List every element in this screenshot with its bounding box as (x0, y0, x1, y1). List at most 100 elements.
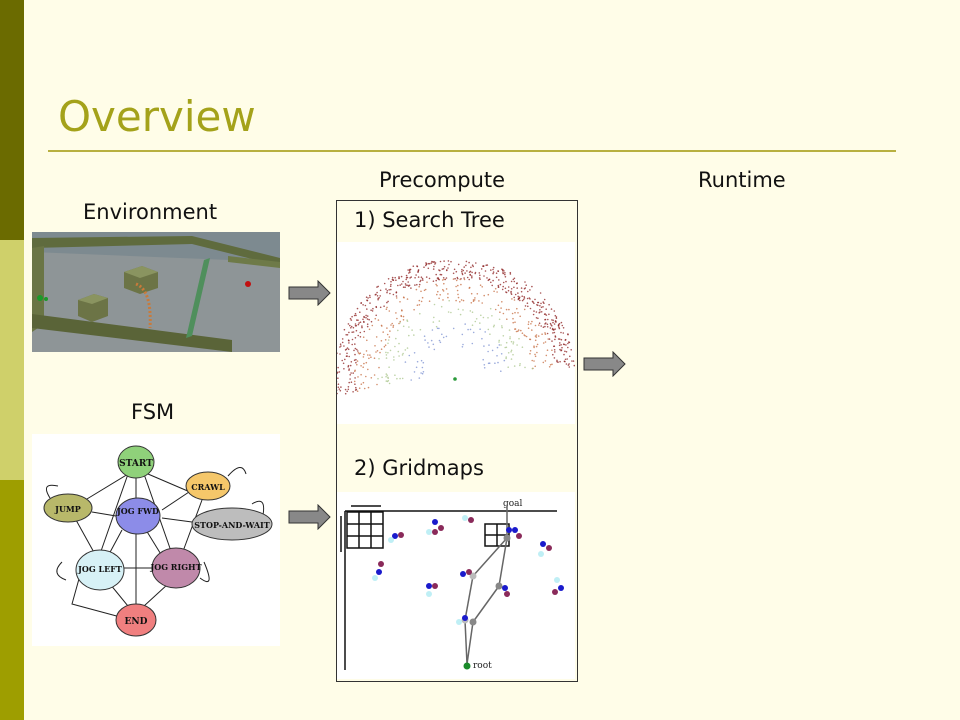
search-tree-point (434, 263, 436, 265)
search-tree-point (442, 288, 444, 291)
search-tree-point (532, 313, 535, 316)
gridmap-obstacle-dot (432, 519, 438, 525)
search-tree-point (350, 319, 353, 321)
search-tree-point (412, 265, 415, 267)
search-tree-point (346, 334, 349, 336)
search-tree-point (463, 278, 466, 281)
search-tree-point (432, 321, 435, 323)
search-tree-point (508, 329, 511, 331)
search-tree-point (567, 346, 569, 349)
search-tree-point (533, 302, 535, 305)
search-tree-point (565, 344, 567, 346)
search-tree-point (405, 274, 408, 277)
search-tree-point (516, 307, 518, 310)
search-tree-point (405, 278, 407, 281)
search-tree-point (561, 346, 563, 349)
search-tree-point (418, 283, 421, 286)
search-tree-point (337, 383, 340, 385)
search-tree-point (501, 301, 503, 303)
search-tree-point (423, 335, 426, 337)
search-tree-point (501, 270, 504, 272)
search-tree-point (492, 268, 494, 271)
search-tree-point (546, 326, 549, 328)
search-tree-point (396, 317, 398, 320)
search-tree-point (436, 293, 438, 296)
gridmap-obstacle-dot (506, 527, 512, 533)
search-tree-point (554, 328, 556, 330)
search-tree-point (489, 307, 492, 310)
search-tree-point (360, 383, 363, 385)
search-tree-point (553, 357, 556, 359)
search-tree-point (486, 277, 488, 279)
search-tree-point (385, 354, 388, 356)
fsm-state-jump: JUMP (54, 504, 81, 514)
search-tree-point (555, 316, 558, 318)
search-tree-point (452, 272, 455, 275)
search-tree-point (517, 330, 519, 333)
search-tree-point (489, 333, 491, 335)
search-tree-point (390, 324, 392, 326)
search-tree-point (468, 278, 470, 281)
search-tree-point (552, 329, 555, 331)
search-tree-point (478, 300, 480, 302)
search-tree-point (439, 273, 442, 276)
search-tree-point (513, 365, 516, 367)
search-tree-point (542, 301, 544, 303)
search-tree-point (352, 326, 355, 329)
search-tree-point (455, 270, 458, 273)
search-tree-point (514, 321, 516, 323)
search-tree-point (404, 361, 407, 363)
search-tree-point (483, 367, 486, 369)
search-tree-point (498, 344, 501, 346)
search-tree-point (351, 338, 354, 341)
search-tree-point (367, 386, 370, 389)
search-tree-point (385, 380, 388, 382)
search-tree-point (359, 331, 362, 334)
search-tree-point (357, 334, 359, 337)
search-tree-point (398, 342, 400, 345)
search-tree-point (357, 376, 359, 378)
search-tree-point (418, 285, 420, 288)
search-tree-point (362, 381, 365, 384)
search-tree-point (498, 339, 500, 342)
search-tree-point (549, 364, 552, 366)
search-tree-point (367, 368, 369, 371)
search-tree-point (363, 387, 366, 390)
search-tree-point (501, 326, 503, 329)
search-tree-point (386, 291, 388, 294)
search-tree-point (564, 338, 567, 341)
search-tree-point (415, 288, 418, 291)
search-tree-point (388, 289, 390, 291)
search-tree-point (557, 361, 559, 363)
search-tree-point (344, 388, 347, 391)
search-tree-point (351, 343, 353, 346)
search-tree-point (355, 386, 357, 389)
search-tree-point (457, 284, 459, 287)
search-tree-point (410, 379, 412, 381)
search-tree-point (442, 277, 445, 279)
search-tree-point (346, 347, 349, 349)
search-tree-point (404, 286, 406, 288)
search-tree-point (459, 313, 462, 316)
search-tree-point (402, 315, 405, 318)
search-tree-point (438, 339, 441, 342)
search-tree-point (392, 279, 394, 281)
search-tree-point (355, 361, 357, 364)
search-tree-point (419, 328, 422, 331)
search-tree-point (377, 377, 379, 380)
search-tree-point (366, 325, 369, 328)
search-tree-point (541, 333, 543, 335)
search-tree-point (500, 307, 502, 309)
search-tree-point (408, 334, 410, 337)
search-tree-point (534, 339, 537, 342)
search-tree-point (468, 287, 471, 289)
search-tree-point (344, 358, 346, 361)
search-tree-point (487, 293, 490, 296)
search-tree-point (524, 335, 526, 337)
search-tree-point (406, 347, 409, 349)
environment-to-precompute-arrow (288, 279, 332, 310)
search-tree-point (401, 354, 404, 356)
search-tree-point (438, 269, 440, 271)
search-tree-point (502, 272, 504, 274)
search-tree-point (361, 325, 363, 327)
